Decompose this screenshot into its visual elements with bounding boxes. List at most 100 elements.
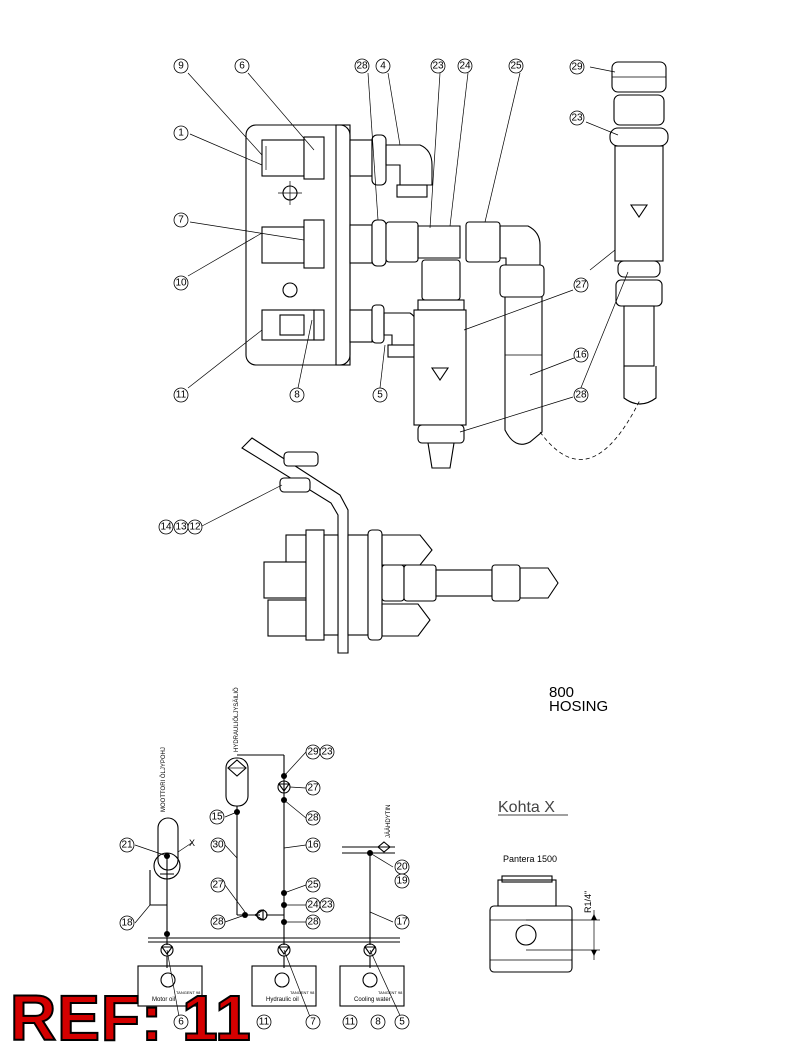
callout-number: 5: [377, 390, 383, 401]
callout-bubble: [319, 744, 335, 760]
callout-bubble: [305, 1014, 321, 1030]
callout-bubble: [173, 387, 189, 403]
callout-bubble: [372, 387, 388, 403]
detail-subtitle: Pantera 1500: [503, 854, 557, 864]
callout-bubble: [187, 519, 203, 535]
callout-number: 28: [307, 917, 319, 928]
gauge-box-cooling: [339, 965, 405, 1007]
gauge-label-hydraulic: Hydraulic oil: [266, 997, 299, 1003]
gauge-box-hydraulic: [251, 965, 317, 1007]
callout-number: 11: [259, 1017, 270, 1028]
callout-bubble: [305, 837, 321, 853]
gauge-label-cooling: Cooling water: [354, 997, 391, 1003]
callout-number: 11: [176, 390, 187, 401]
callout-number: 10: [175, 278, 187, 289]
callout-number: 27: [575, 280, 587, 291]
callout-bubble: [569, 59, 585, 75]
callout-number: 27: [212, 880, 224, 891]
callout-number: 1: [178, 128, 184, 139]
callout-number: 25: [307, 880, 319, 891]
callout-number: 27: [307, 783, 319, 794]
plate-flange: [335, 124, 351, 366]
callout-number: 24: [307, 900, 319, 911]
callout-number: 18: [121, 918, 133, 929]
check-valve-right: [614, 145, 664, 262]
callout-number: 23: [432, 61, 444, 72]
callout-number: 8: [375, 1017, 381, 1028]
callout-bubble: [457, 58, 473, 74]
detail-fitting: [489, 814, 600, 973]
callout-number: 8: [294, 390, 300, 401]
callout-number: 20: [396, 862, 408, 873]
callout-bubble: [173, 275, 189, 291]
callout-number: 29: [571, 62, 583, 73]
callout-bubble: [158, 519, 174, 535]
callout-number: 28: [575, 390, 587, 401]
gauge-tiny-cooling: TANGENT 98: [378, 990, 403, 995]
callout-number: 23: [321, 900, 333, 911]
fitting-body: [489, 905, 573, 973]
hydraulic-schematic: [134, 751, 405, 1023]
callout-bubble: [394, 873, 410, 889]
top-callouts: [187, 66, 629, 433]
callout-bubble: [394, 914, 410, 930]
callout-bubble: [508, 58, 524, 74]
callout-number: 28: [356, 61, 368, 72]
callout-number: 19: [396, 876, 408, 887]
callout-number: 12: [189, 522, 201, 533]
callout-bubble: [173, 1014, 189, 1030]
callout-bubble: [119, 837, 135, 853]
callout-bubble: [289, 387, 305, 403]
callout-bubble: [305, 914, 321, 930]
callout-number: 7: [310, 1017, 316, 1028]
callout-bubble: [573, 387, 589, 403]
callout-number: 5: [399, 1017, 405, 1028]
callout-number: 24: [459, 61, 471, 72]
motor-oil-tank-label: MOOTTORI ÖLJYPOHJ: [160, 747, 167, 812]
motor-oil-tank: [157, 817, 179, 871]
callout-number: 25: [510, 61, 522, 72]
callout-bubble: [573, 277, 589, 293]
detail-title: Kohta X: [498, 799, 555, 816]
gauge-tiny-motor: TANGENT 98: [176, 990, 201, 995]
callout-bubble: [305, 810, 321, 826]
title-line-2: HOSING: [549, 698, 608, 715]
callout-number: 14: [160, 522, 172, 533]
callout-bubble: [256, 1014, 272, 1030]
elbow-fitting-5: [383, 312, 419, 346]
callout-number: 21: [121, 840, 133, 851]
coolant-label: JÄÄHDYTIN: [385, 805, 392, 838]
callout-number: 23: [321, 747, 333, 758]
callout-bubble: [569, 110, 585, 126]
callout-number: 28: [212, 917, 224, 928]
callout-number: 6: [239, 61, 245, 72]
callout-number: 30: [212, 840, 224, 851]
gauge-tiny-hydraulic: TANGENT 98: [290, 990, 315, 995]
elbow-fitting-4: [385, 144, 433, 186]
side-view-assembly: [199, 437, 559, 654]
callout-number: 9: [178, 61, 184, 72]
x-marker: X: [189, 838, 195, 848]
callout-bubble: [319, 897, 335, 913]
callout-number: 15: [211, 812, 223, 823]
callout-bubble: [173, 212, 189, 228]
callout-bubble: [173, 125, 189, 141]
callout-bubble: [234, 58, 250, 74]
callout-bubble: [210, 877, 226, 893]
callout-bubble: [375, 58, 391, 74]
elbow-fitting-25: [499, 225, 541, 266]
callout-number: 16: [307, 840, 319, 851]
callout-bubble: [210, 837, 226, 853]
callout-bubble: [209, 809, 225, 825]
callout-number: 17: [396, 917, 408, 928]
callout-bubble: [394, 1014, 410, 1030]
callout-number: 29: [307, 747, 319, 758]
callout-number: 4: [380, 61, 386, 72]
callout-bubble: [119, 915, 135, 931]
callout-bubble: [305, 877, 321, 893]
callout-bubble: [342, 1014, 358, 1030]
callout-bubble: [354, 58, 370, 74]
callout-number: 7: [178, 215, 184, 226]
